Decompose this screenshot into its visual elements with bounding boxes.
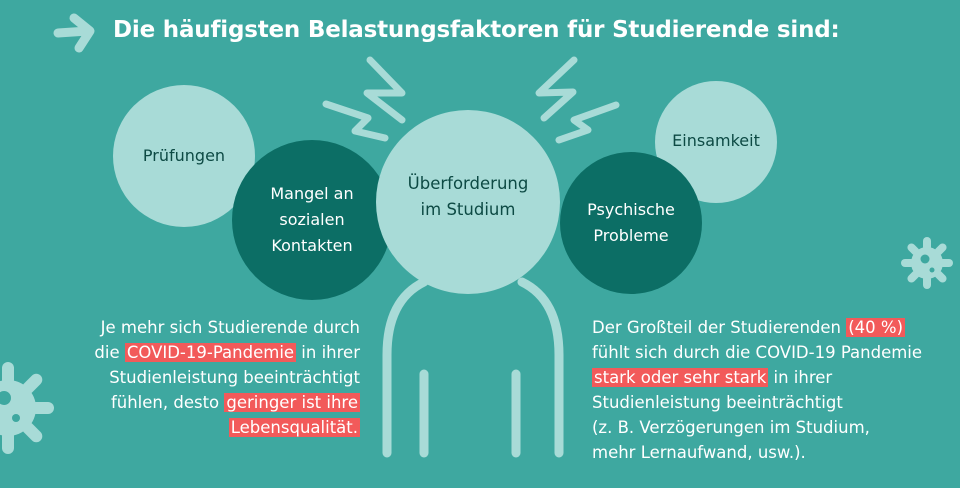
text-segment: Der Großteil der Studierenden (592, 318, 847, 337)
factor-circle-pruefungen: Prüfungen (113, 85, 255, 227)
factor-label: Überforderung im Studium (407, 174, 529, 219)
virus-icon-left (0, 362, 54, 454)
statement-left: Je mehr sich Studierende durch die COVID… (40, 315, 360, 440)
statement-left-line-2: die COVID-19-Pandemie in ihrer (40, 340, 360, 365)
highlight-covid-pandemie: COVID-19-Pandemie (124, 343, 297, 362)
virus-icon-right (901, 237, 953, 289)
zigzag-stress-icon-right (535, 56, 620, 144)
factor-circle-ueberforderung: Überforderung im Studium (376, 110, 560, 294)
factor-circle-psychische-probleme: Psychische Probleme (560, 152, 702, 294)
statement-right-line-3: stark oder sehr stark in ihrer (592, 365, 952, 390)
highlight-lebensqualitaet: Lebensqualität. (228, 418, 360, 437)
statement-right: Der Großteil der Studierenden (40 %) füh… (592, 315, 952, 465)
statement-right-line-4: Studienleistung beeinträchtigt (592, 393, 843, 412)
statement-left-line-5: Lebensqualität. (40, 415, 360, 440)
text-segment: in ihrer (768, 368, 833, 387)
factor-label: Psychische Probleme (587, 200, 675, 245)
text-segment: die (94, 343, 125, 362)
statement-left-line-3: Studienleistung beeinträchtigt (109, 368, 360, 387)
page-title: Die häufigsten Belastungsfaktoren für St… (113, 17, 840, 43)
statement-left-line-4: fühlen, desto geringer ist ihre (40, 390, 360, 415)
arrow-right-icon (53, 13, 95, 53)
statement-right-line-6: mehr Lernaufwand, usw.). (592, 443, 806, 462)
factor-label: Mangel an sozialen Kontakten (270, 184, 354, 255)
factor-label: Einsamkeit (672, 131, 760, 151)
text-segment: in ihrer (296, 343, 360, 362)
statement-right-line-1: Der Großteil der Studierenden (40 %) (592, 315, 952, 340)
statement-right-line-5: (z. B. Verzögerungen im Studium, (592, 418, 870, 437)
factor-label: Prüfungen (142, 146, 226, 166)
text-segment: fühlen, desto (110, 393, 225, 412)
highlight-40-percent: (40 %) (846, 318, 906, 337)
factor-circle-mangel-sozialer-kontakte: Mangel an sozialen Kontakten (232, 140, 392, 300)
statement-right-line-2: fühlt sich durch die COVID-19 Pandemie (592, 343, 923, 362)
zigzag-stress-icon-left (322, 56, 406, 142)
highlight-stark-oder-sehr-stark: stark oder sehr stark (592, 368, 769, 387)
person-body-outline (382, 277, 564, 458)
highlight-geringer: geringer ist ihre (224, 393, 360, 412)
statement-left-line-1: Je mehr sich Studierende durch (100, 318, 360, 337)
